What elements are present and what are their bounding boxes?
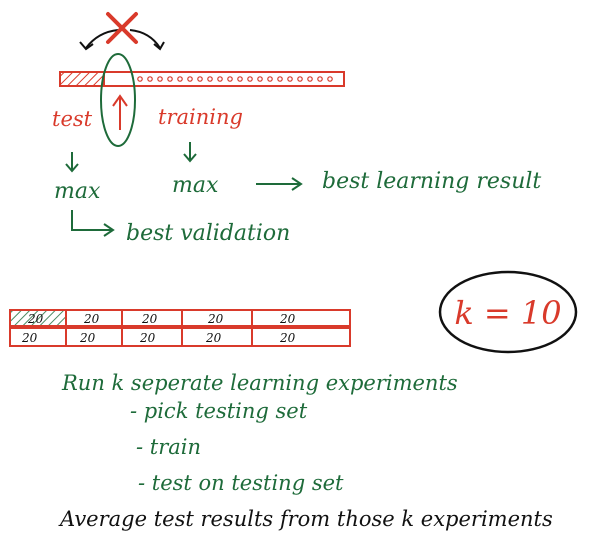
- k-bubble-outline: [438, 270, 578, 354]
- best-validation-label: best validation: [126, 221, 290, 246]
- bar-dot: [267, 76, 273, 82]
- fold-bottom-5: 20: [279, 331, 296, 345]
- fold-top-2: 20: [83, 312, 100, 326]
- test-label: test: [52, 107, 93, 131]
- fold-table-bottom-row: [9, 327, 351, 347]
- fold-top-1: 20: [27, 312, 44, 326]
- training-down-arrow: [183, 142, 197, 163]
- bar-dot: [317, 76, 323, 82]
- bar-dot: [307, 76, 313, 82]
- red-x-icon: [106, 12, 138, 44]
- bar-dot: [187, 76, 193, 82]
- training-label: training: [158, 105, 243, 129]
- bar-dot: [137, 76, 143, 82]
- fold-dividers: [65, 310, 253, 346]
- fold-bottom-3: 20: [139, 331, 156, 345]
- test-down-arrow: [65, 152, 79, 173]
- step-test-on-testing-set: - test on testing set: [138, 471, 344, 495]
- bar-dot: [287, 76, 293, 82]
- fold-top-3: 20: [141, 312, 158, 326]
- bar-dot: [167, 76, 173, 82]
- fold-top-4: 20: [207, 312, 224, 326]
- right-arrow-to-result: [256, 177, 303, 191]
- corner-arrow-to-validation: [71, 210, 115, 237]
- right-arrow-head: [153, 41, 165, 51]
- fold-bottom-1: 20: [21, 331, 38, 345]
- best-learning-result-label: best learning result: [322, 169, 541, 194]
- fold-table-top-row: [9, 309, 351, 327]
- fold-table: 20 20 20 20 20 20 20 20 20 20: [9, 309, 351, 347]
- bar-dot: [247, 76, 253, 82]
- bar-dot: [327, 76, 333, 82]
- training-segment: [103, 71, 345, 87]
- fold-top-5: 20: [279, 312, 296, 326]
- average-results-line: Average test results from those k experi…: [58, 507, 553, 531]
- left-curved-arrow: [85, 29, 119, 49]
- step-train: - train: [136, 435, 201, 459]
- bar-dot: [177, 76, 183, 82]
- bar-dot: [227, 76, 233, 82]
- data-bar: [59, 71, 345, 87]
- bar-dot: [157, 76, 163, 82]
- k-bubble-text: k = 10: [454, 294, 561, 332]
- crossed-swap-arrows: [79, 12, 165, 51]
- bar-dot: [297, 76, 303, 82]
- bar-dot: [237, 76, 243, 82]
- split-point-ellipse: [100, 53, 136, 147]
- max-right-label: max: [172, 173, 219, 198]
- step-pick-testing-set: - pick testing set: [130, 399, 308, 423]
- run-experiments-line: Run k seperate learning experiments: [61, 371, 458, 395]
- bar-dot: [257, 76, 263, 82]
- bar-dot: [147, 76, 153, 82]
- bar-dot: [207, 76, 213, 82]
- fold-bottom-2: 20: [79, 331, 96, 345]
- bar-dot: [277, 76, 283, 82]
- max-left-label: max: [54, 179, 101, 204]
- bar-dot: [217, 76, 223, 82]
- training-dots: [137, 76, 333, 82]
- test-segment: [59, 71, 105, 87]
- split-up-arrow: [112, 94, 128, 130]
- first-fold-hatch: [10, 310, 66, 326]
- right-curved-arrow: [129, 29, 161, 49]
- left-arrow-head: [79, 41, 94, 51]
- bar-dot: [197, 76, 203, 82]
- fold-bottom-4: 20: [205, 331, 222, 345]
